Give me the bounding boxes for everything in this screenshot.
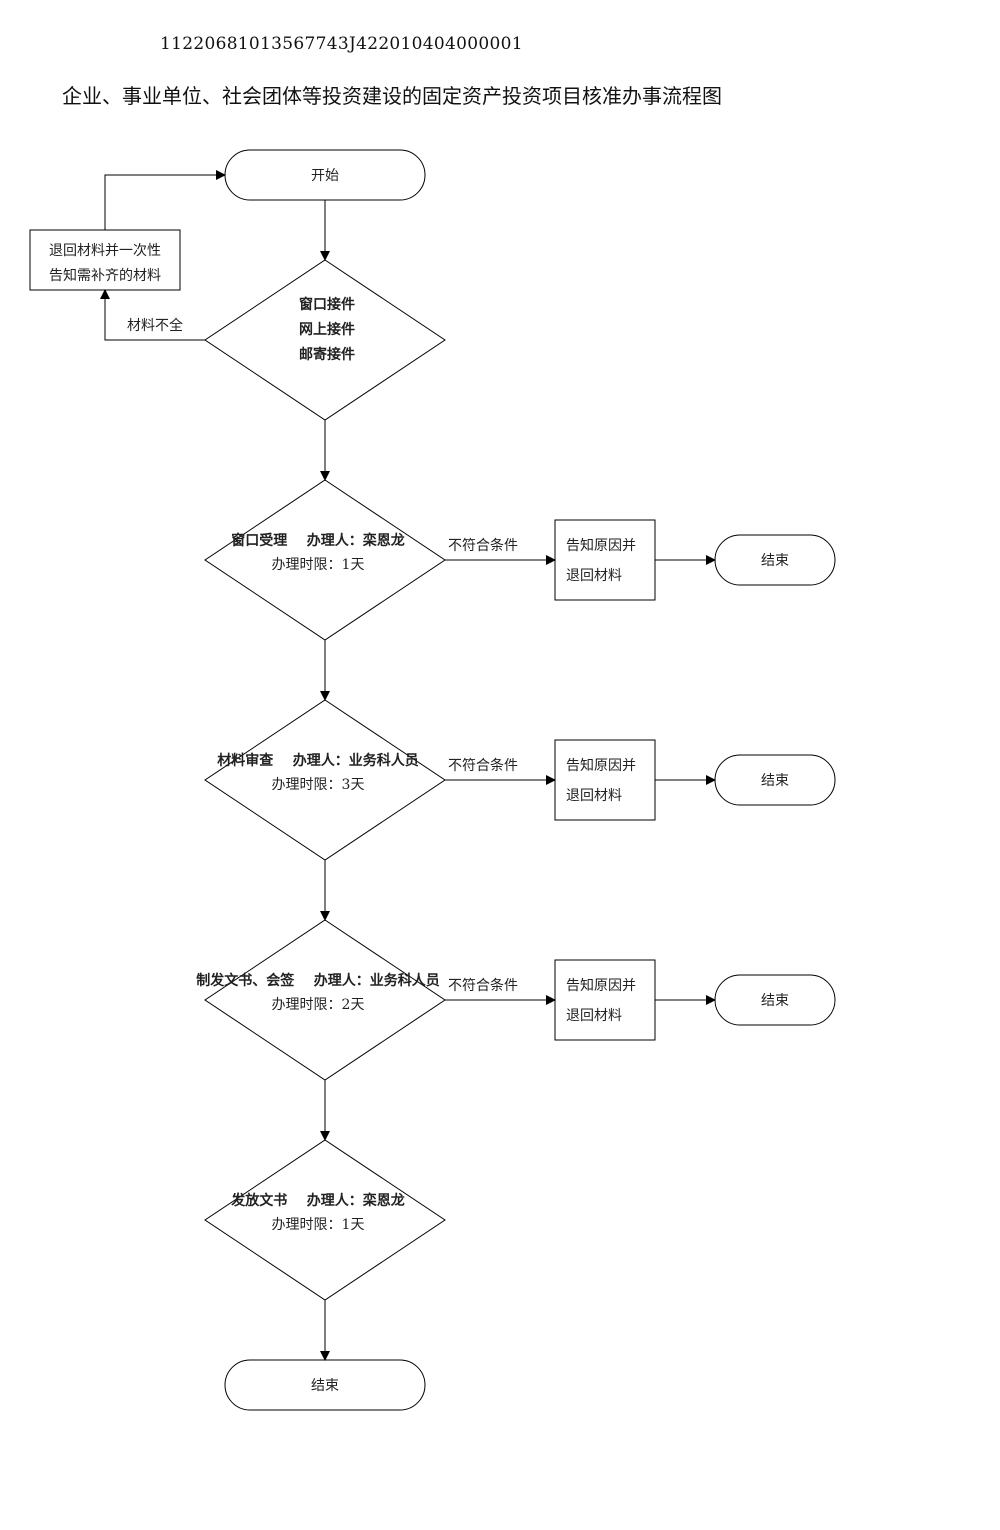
reject-box-2	[554, 739, 656, 821]
reject-condition-3: 不符合条件	[448, 977, 518, 994]
reject-end-2-label: 结束	[761, 773, 789, 789]
reject-box-2-line2: 退回材料	[566, 788, 622, 804]
step-title-2: 材料审查 办理人：业务科人员	[217, 752, 419, 769]
step-limit-4: 办理时限：1天	[272, 1217, 365, 1233]
page-title: 企业、事业单位、社会团体等投资建设的固定资产投资项目核准办事流程图	[62, 84, 722, 108]
reject-box-3-line1: 告知原因并	[566, 977, 636, 994]
step-title-4: 发放文书 办理人：栾恩龙	[230, 1192, 405, 1209]
step-limit-3: 办理时限：2天	[272, 997, 365, 1013]
step-limit-1: 办理时限：1天	[272, 557, 365, 573]
reject-end-1-label: 结束	[761, 553, 789, 569]
reject-condition-1: 不符合条件	[448, 537, 518, 554]
return-box-line1: 退回材料并一次性	[49, 243, 161, 259]
step-title-3: 制发文书、会签 办理人：业务科人员	[196, 972, 440, 989]
end-label: 结束	[311, 1378, 339, 1394]
reject-end-3-label: 结束	[761, 993, 789, 1009]
arrow-return-start	[104, 170, 226, 230]
reject-box-1-line2: 退回材料	[566, 568, 622, 584]
incomplete-label: 材料不全	[127, 317, 183, 334]
reject-box-1-line1: 告知原因并	[566, 537, 636, 554]
intake-line3: 邮寄接件	[299, 346, 355, 363]
step-title-1: 窗口受理 办理人：栾恩龙	[231, 532, 405, 549]
start-label: 开始	[311, 168, 339, 184]
reject-box-1	[554, 519, 656, 601]
return-box-line2: 告知需补齐的材料	[49, 267, 161, 284]
step-limit-2: 办理时限：3天	[272, 777, 365, 793]
reject-box-3	[554, 959, 656, 1041]
reject-box-2-line1: 告知原因并	[566, 757, 636, 774]
intake-diamond	[204, 259, 446, 421]
reject-condition-2: 不符合条件	[448, 757, 518, 774]
arrow-intake-return	[100, 289, 205, 341]
document-code: 11220681013567743J422010404000001	[160, 34, 523, 54]
intake-line1: 窗口接件	[299, 296, 355, 313]
reject-box-3-line2: 退回材料	[566, 1008, 622, 1024]
intake-line2: 网上接件	[299, 321, 355, 338]
